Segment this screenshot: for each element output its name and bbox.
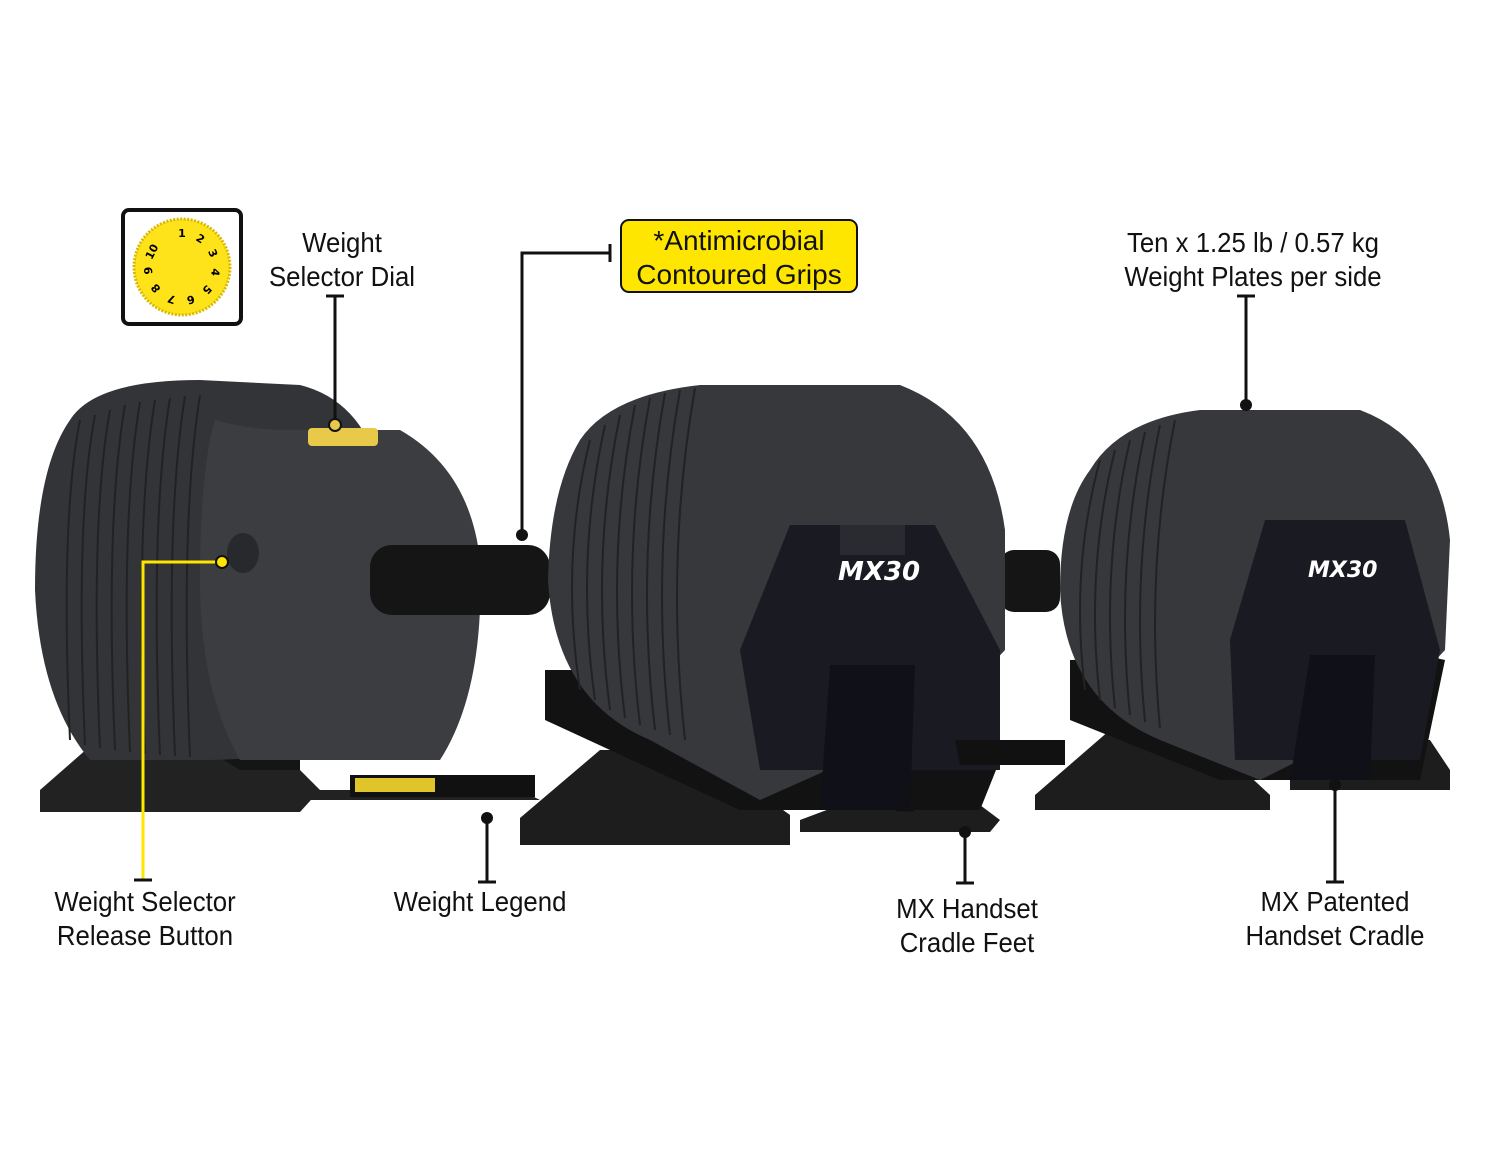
center-handset: MX30	[520, 385, 1005, 845]
left-handle	[370, 545, 550, 615]
dial-number: 10	[143, 242, 162, 262]
right-handle	[1000, 550, 1060, 612]
dial-number: 9	[142, 266, 156, 275]
label-weight-plates: Ten x 1.25 lb / 0.57 kg Weight Plates pe…	[1124, 226, 1381, 294]
label-line: Ten x 1.25 lb / 0.57 kg	[1126, 227, 1380, 258]
label-weight-legend: Weight Legend	[394, 885, 567, 919]
label-line: Weight Selector	[54, 886, 236, 917]
dial-number: 1	[178, 227, 186, 240]
leader-lines	[326, 244, 1344, 885]
label-line: MX Handset	[896, 893, 1038, 924]
label-cradle-feet: MX Handset Cradle Feet	[896, 892, 1038, 960]
label-antimicrobial-grips: *Antimicrobial Contoured Grips	[620, 219, 858, 293]
label-line: Weight Plates per side	[1124, 261, 1382, 292]
label-release-button: Weight Selector Release Button	[54, 885, 235, 953]
label-line: Handset Cradle	[1245, 920, 1425, 951]
dial-number: 6	[185, 292, 196, 307]
right-handset: MX30	[955, 410, 1450, 810]
left-dumbbell	[35, 380, 540, 812]
label-line: MX Patented	[1260, 886, 1410, 917]
dial-number: 7	[166, 291, 177, 306]
mx30-logo: MX30	[838, 557, 920, 587]
release-button-leader	[141, 560, 222, 880]
label-line: Cradle Feet	[899, 927, 1035, 958]
dial-icon	[132, 217, 232, 317]
leader-dots	[215, 399, 1341, 838]
label-line: Weight Legend	[393, 886, 567, 917]
label-line: Weight	[302, 227, 382, 258]
mx30-logo: MX30	[1308, 558, 1377, 583]
label-line: *Antimicrobial	[653, 225, 825, 256]
label-line: Selector Dial	[268, 261, 416, 292]
label-selector-dial: Weight Selector Dial	[269, 226, 415, 294]
label-line: Contoured Grips	[636, 259, 842, 290]
dial-number: 4	[208, 267, 222, 277]
label-line: Release Button	[56, 920, 234, 951]
label-handset-cradle: MX Patented Handset Cradle	[1246, 885, 1425, 953]
